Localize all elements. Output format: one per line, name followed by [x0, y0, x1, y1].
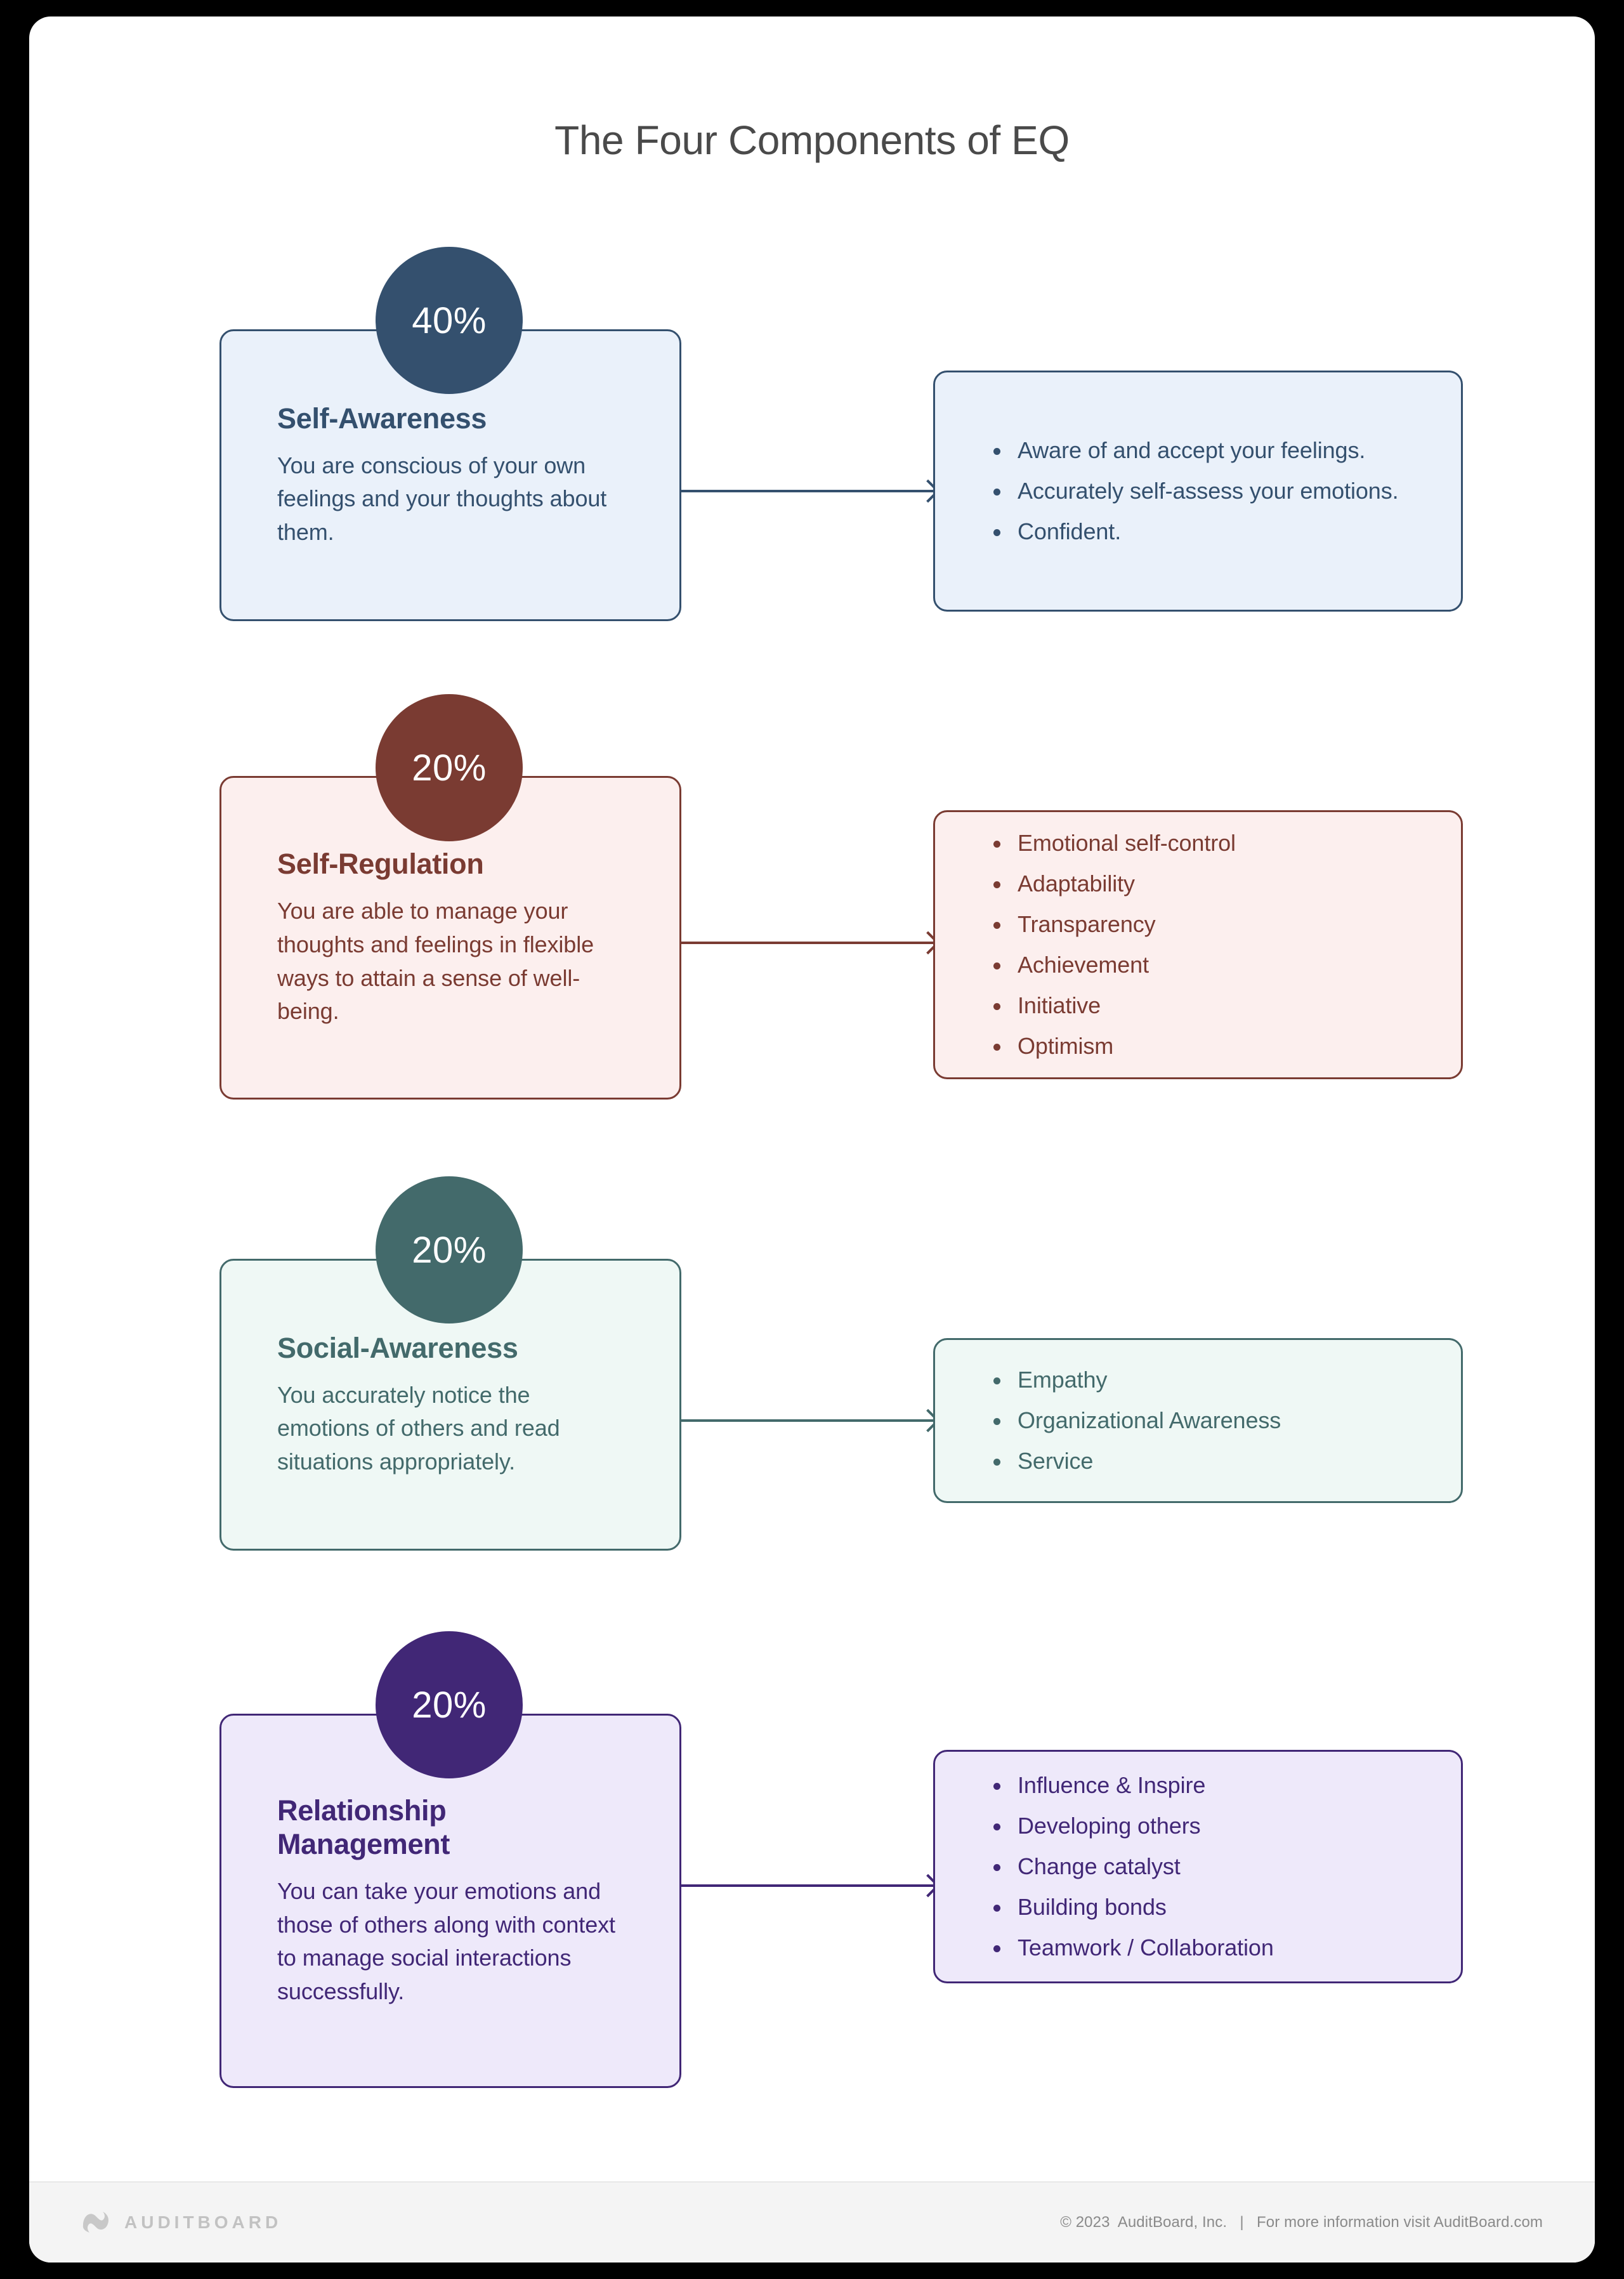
trait-item: Empathy: [993, 1369, 1461, 1391]
trait-item: Confident.: [993, 520, 1461, 543]
trait-item: Emotional self-control: [993, 832, 1461, 855]
component-name: Social-Awareness: [277, 1331, 518, 1364]
connector-arrow: [681, 1874, 940, 1898]
trait-item: Influence & Inspire: [993, 1774, 1461, 1797]
trait-item: Optimism: [993, 1035, 1461, 1058]
traits-list: Aware of and accept your feelings. Accura…: [935, 439, 1461, 543]
component-name: Self-Regulation: [277, 848, 484, 881]
auditboard-logo-icon: [82, 2212, 109, 2233]
component-description: You are able to manage your thoughts and…: [277, 898, 594, 1025]
page-title: The Four Components of EQ: [554, 117, 1070, 163]
percentage-badge: 20%: [376, 694, 523, 841]
brand-name: AUDITBOARD: [124, 2212, 282, 2232]
connector-line: [681, 1419, 935, 1422]
connector-line: [681, 942, 935, 944]
trait-item: Service: [993, 1450, 1461, 1473]
trait-item: Achievement: [993, 954, 1461, 976]
component-description: You are conscious of your own feelings a…: [277, 452, 607, 545]
trait-item: Aware of and accept your feelings.: [993, 439, 1461, 462]
infographic-page: The Four Components of EQ Self-Awareness…: [29, 16, 1595, 2263]
connector-arrow: [681, 479, 940, 503]
percentage-badge: 20%: [376, 1176, 523, 1323]
trait-item: Change catalyst: [993, 1855, 1461, 1878]
trait-item: Organizational Awareness: [993, 1409, 1461, 1432]
trait-item: Developing others: [993, 1815, 1461, 1837]
connector-arrow: [681, 1409, 940, 1433]
connector-line: [681, 490, 935, 492]
page-footer: AUDITBOARD © 2023 AuditBoard, Inc. | For…: [29, 2181, 1595, 2263]
trait-item: Adaptability: [993, 872, 1461, 895]
brand-logo: AUDITBOARD: [81, 2209, 282, 2236]
component-name: Self-Awareness: [277, 402, 487, 435]
trait-item: Transparency: [993, 913, 1461, 936]
connector-line: [681, 1884, 935, 1887]
trait-item: Accurately self-assess your emotions.: [993, 480, 1461, 502]
copyright-text: © 2023 AuditBoard, Inc. | For more infor…: [1060, 2214, 1543, 2231]
component-name: Relationship Management: [277, 1794, 450, 1860]
traits-card[interactable]: Aware of and accept your feelings. Accura…: [933, 371, 1463, 612]
trait-item: Teamwork / Collaboration: [993, 1936, 1461, 1959]
component-description: You accurately notice the emotions of ot…: [277, 1381, 560, 1474]
percentage-badge: 40%: [376, 247, 523, 394]
connector-arrow: [681, 931, 940, 955]
percentage-badge: 20%: [376, 1631, 523, 1778]
trait-item: Building bonds: [993, 1896, 1461, 1919]
component-description: You can take your emotions and those of …: [277, 1878, 615, 2004]
trait-item: Initiative: [993, 994, 1461, 1017]
